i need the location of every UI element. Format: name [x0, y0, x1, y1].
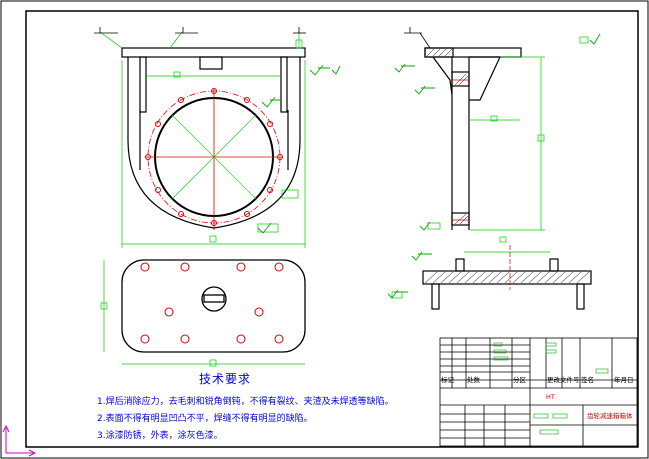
- ucs-icon: [2, 424, 37, 457]
- side-view-dimensions: [427, 36, 589, 231]
- section-view-dimensions: [391, 236, 550, 299]
- requirement-2: 2.表面不得有明显凹凸不平，焊缝不得有明显的缺陷。: [97, 414, 313, 424]
- title-block-label-5: 签名: [581, 376, 594, 384]
- front-view-circles: [145, 88, 283, 230]
- front-view: [121, 47, 306, 229]
- side-view-hatch: [426, 48, 469, 225]
- title-block-material: HT: [546, 393, 555, 401]
- side-view-label: [404, 27, 431, 49]
- section-view: [422, 258, 592, 310]
- top-view-holes: [140, 262, 284, 344]
- front-view-dimensions: [99, 31, 306, 248]
- surface-finish-symbols-side: [394, 33, 601, 231]
- title-block-label-3: 分区: [513, 376, 526, 384]
- front-view-labels: [94, 27, 306, 34]
- top-view: [121, 259, 306, 353]
- requirement-3: 3.涂漆防锈，外表，涂灰色漆。: [97, 431, 223, 441]
- title-block-part-name: 齿轮减速箱箱体: [587, 412, 633, 420]
- title-block: [439, 337, 638, 447]
- title-block-marks: [493, 342, 609, 435]
- requirement-1: 1.焊后消除应力，去毛刺和锐角倒钝，不得有裂纹、夹渣及未焊透等缺陷。: [97, 397, 394, 407]
- section-view-hatch: [424, 271, 590, 284]
- surface-finish-symbols-front: [257, 64, 341, 234]
- technical-requirements-title: 技术要求: [199, 372, 252, 386]
- inner-border: [25, 10, 639, 448]
- title-block-label-2: 处数: [467, 376, 480, 384]
- surface-finish-symbols-section: [387, 251, 432, 299]
- title-block-label-1: 标记: [441, 376, 454, 384]
- title-block-label-4: 更改文件号: [547, 376, 580, 384]
- title-block-label-6: 年月日: [614, 376, 634, 384]
- side-view: [424, 47, 522, 230]
- top-view-dimensions: [100, 260, 305, 367]
